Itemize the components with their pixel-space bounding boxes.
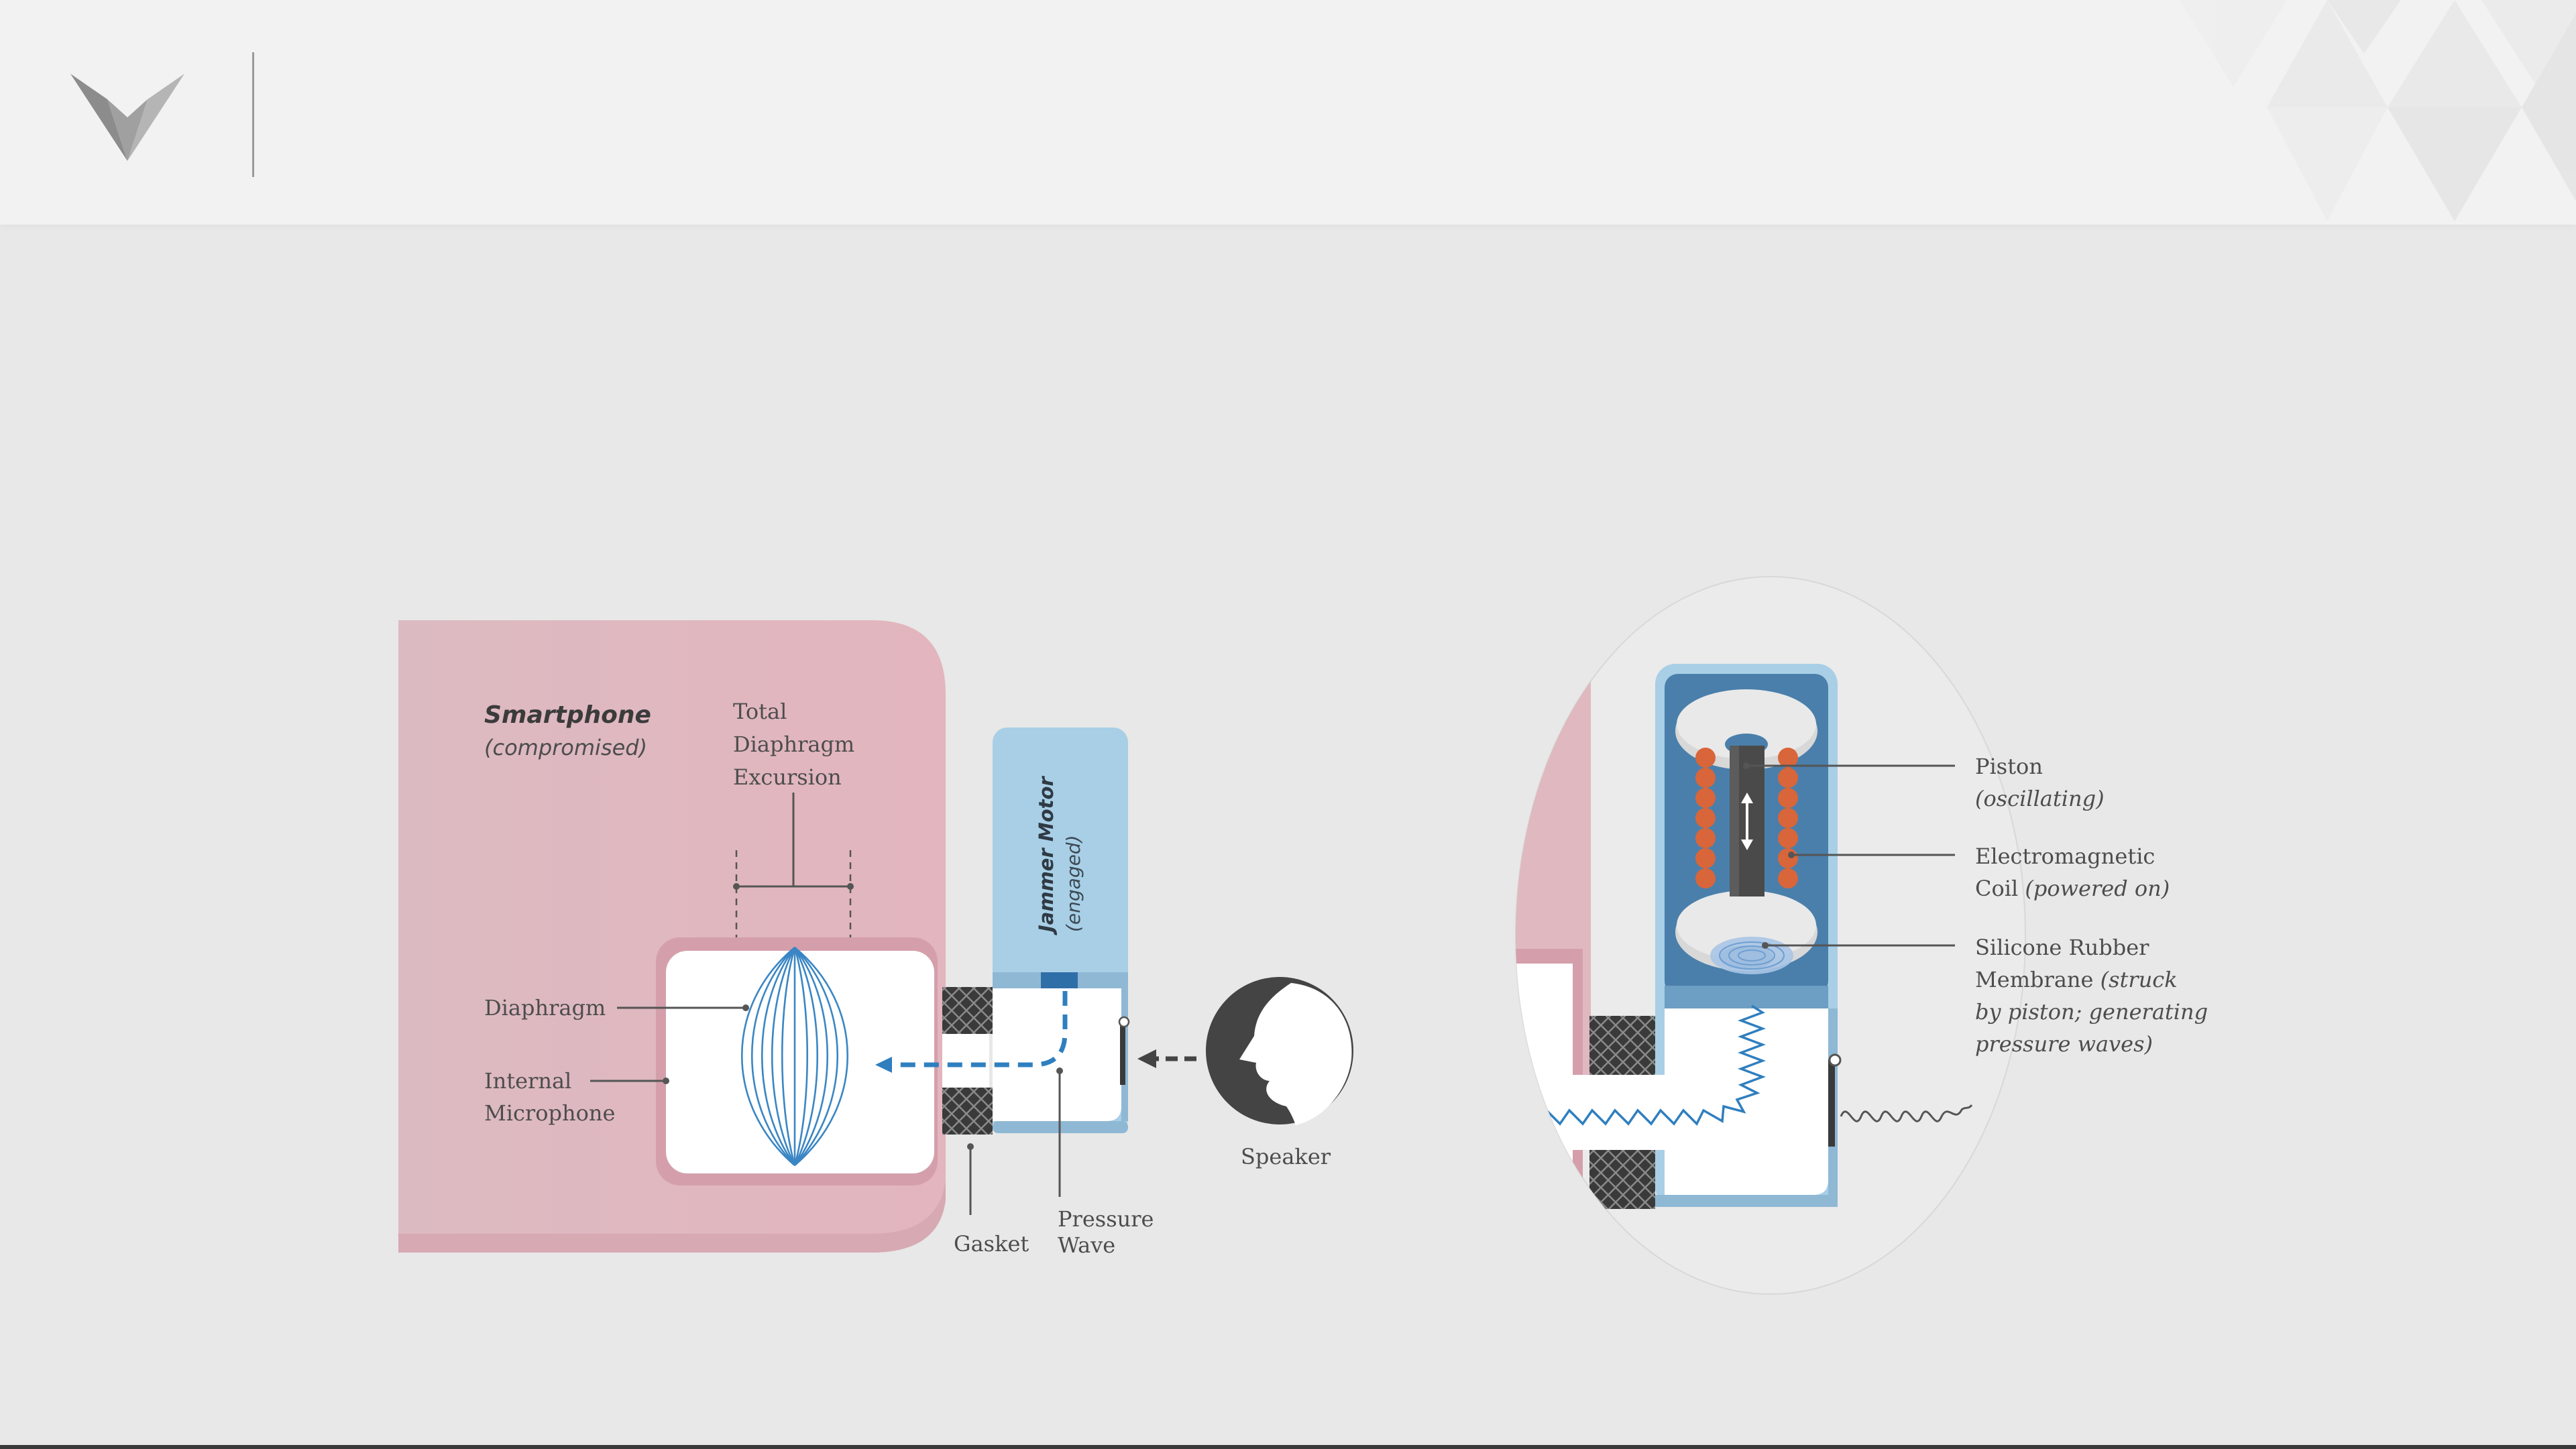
left-diagram: Smartphone (compromised) Total Diaphragm… (398, 620, 1353, 1258)
bottom-rule (0, 1445, 2576, 1449)
speaker-label: Speaker (1241, 1144, 1331, 1169)
header-decoration (2180, 0, 2576, 221)
pressure-label-2: Wave (1058, 1232, 1115, 1258)
smartphone-subtitle: (compromised) (484, 735, 647, 760)
smartphone-title: Smartphone (484, 701, 651, 729)
piston-label-2: (oscillating) (1975, 786, 2105, 811)
microphone-label-2: Microphone (484, 1100, 615, 1126)
microphone-label-1: Internal (484, 1068, 571, 1094)
gasket-top (942, 987, 993, 1034)
diaphragm-label: Diaphragm (484, 995, 606, 1021)
excursion-label-2: Diaphragm (733, 732, 854, 757)
motor-subtitle: (engaged) (1062, 835, 1084, 932)
v-shield-logo-icon (70, 74, 184, 161)
membrane-label-3: by piston; generating (1975, 999, 2208, 1025)
acoustic-port (942, 1034, 989, 1088)
membrane-label-1: Silicone Rubber (1975, 935, 2149, 960)
membrane-label-2: Membrane (struck (1975, 967, 2178, 992)
excursion-label-3: Excursion (733, 764, 842, 790)
coil-label-1: Electromagnetic (1975, 844, 2155, 869)
excursion-label-1: Total (733, 699, 787, 724)
motor-title: Jammer Motor (1035, 776, 1058, 935)
gasket-label: Gasket (954, 1231, 1029, 1257)
membrane-label-4: pressure waves) (1975, 1031, 2153, 1057)
header-divider (252, 52, 254, 177)
coil-label-2: Coil (powered on) (1975, 876, 2170, 901)
piston-label-1: Piston (1975, 754, 2043, 779)
gasket-bottom (942, 1088, 993, 1135)
zoom-detail (1475, 577, 2025, 1294)
pressure-label-1: Pressure (1058, 1206, 1154, 1232)
speaking-head-icon (1206, 977, 1353, 1125)
